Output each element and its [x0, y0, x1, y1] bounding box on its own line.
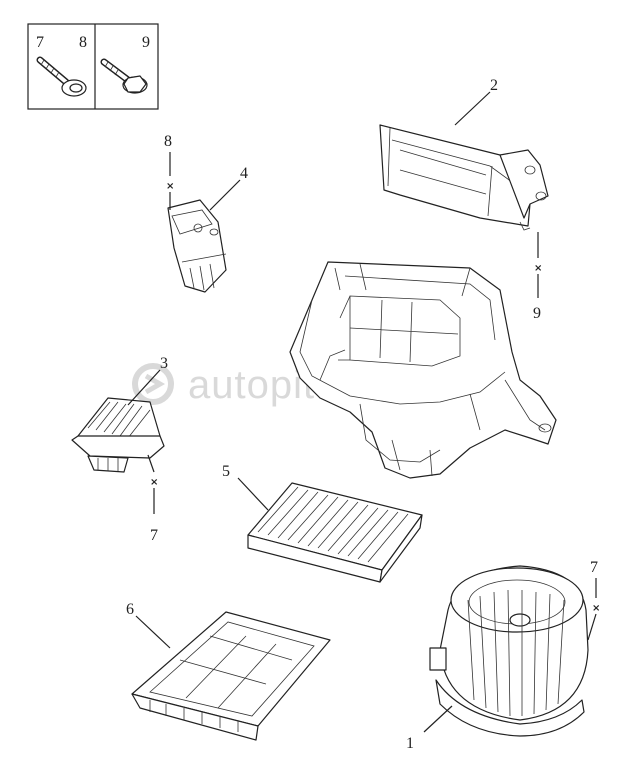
callout-6: 6 [126, 601, 134, 618]
screw-icon [36, 56, 87, 97]
marker-icon: × [150, 477, 158, 488]
fastener-legend-box: 7 8 9 [27, 23, 159, 110]
flange-bolt-icon [100, 58, 148, 94]
cabin-filter-part-5 [247, 482, 423, 583]
marker-icon: × [592, 603, 600, 614]
legend-label-7: 7 [36, 34, 44, 51]
fastener-markers: × × × × [150, 181, 600, 614]
callout-9: 9 [533, 305, 541, 322]
legend-label-8: 8 [79, 34, 87, 51]
callout-4: 4 [240, 165, 248, 182]
callout-labels: 1 2 3 4 5 6 7 7 8 9 [126, 77, 598, 752]
watermark-logo-icon [132, 363, 174, 405]
blower-motor-part-1 [429, 565, 589, 737]
legend-label-9: 9 [142, 34, 150, 51]
leader-lines [127, 91, 597, 733]
filter-frame-part-6 [131, 611, 331, 741]
actuator-part-4 [167, 199, 227, 293]
hvac-housing [289, 261, 557, 479]
marker-icon: × [534, 263, 542, 274]
callout-1: 1 [406, 735, 414, 752]
callout-2: 2 [490, 77, 498, 94]
air-duct-part-2 [379, 124, 549, 231]
marker-icon: × [166, 181, 174, 192]
callout-8: 8 [164, 133, 172, 150]
callout-7-resistor: 7 [150, 527, 158, 544]
callout-3: 3 [160, 355, 168, 372]
callout-7-motor: 7 [590, 559, 598, 576]
callout-5: 5 [222, 463, 230, 480]
blower-resistor-part-3 [71, 397, 165, 473]
